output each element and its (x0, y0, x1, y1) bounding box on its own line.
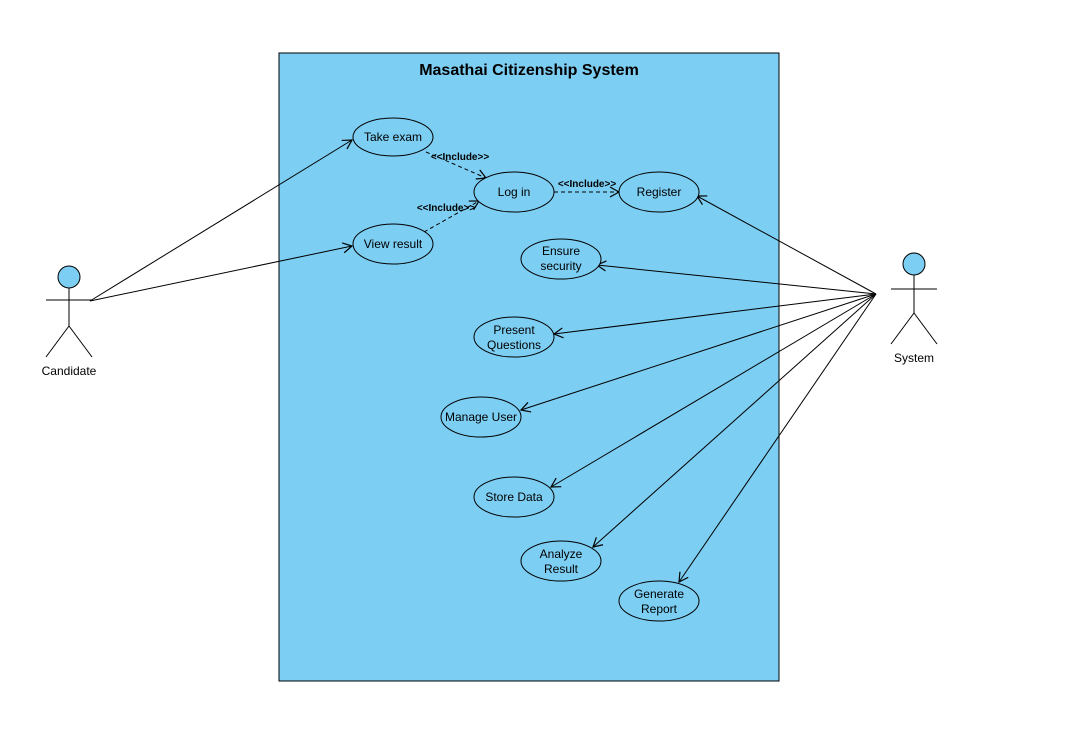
use-case-ensure-security[interactable]: Ensure security (520, 238, 602, 280)
use-case-present-questions[interactable]: Present Questions (473, 316, 555, 358)
register-label: Register (637, 185, 682, 199)
use-case-analyze-result[interactable]: Analyze Result (520, 540, 602, 582)
candidate-right-leg (68, 325, 93, 358)
log-in-label: Log in (498, 185, 531, 199)
system-actor-label: System (894, 351, 934, 365)
candidate-label: Candidate (42, 364, 97, 378)
store-data-label: Store Data (485, 490, 543, 504)
generate-report-ellipse (618, 580, 700, 622)
ensure-security-line1: Ensure (542, 244, 580, 258)
system-title: Masathai Citizenship System (419, 62, 639, 79)
include-take-exam-login (425, 151, 488, 180)
use-case-manage-user[interactable]: Manage User (440, 396, 522, 438)
assoc-system-store-data (549, 293, 877, 488)
assoc-system-generate-report (678, 293, 877, 584)
assoc-system-present-questions (552, 293, 877, 339)
manage-user-ellipse (440, 396, 522, 438)
use-case-log-in[interactable]: Log in (473, 171, 555, 213)
assoc-system-ensure-security (595, 260, 877, 295)
register-ellipse (618, 171, 700, 213)
view-result-label: View result (364, 237, 423, 251)
use-case-generate-report[interactable]: Generate Report (618, 580, 700, 622)
analyze-result-line1: Analyze (540, 547, 583, 561)
assoc-candidate-take-exam (89, 139, 354, 302)
ensure-security-line2: security (540, 259, 581, 273)
include-view-result-login (423, 200, 481, 233)
store-data-ellipse (473, 476, 555, 518)
include-label-view-result: <<Include>> (417, 203, 476, 214)
candidate-left-leg (45, 325, 70, 358)
view-result-ellipse (352, 223, 434, 265)
candidate-head (57, 265, 81, 289)
system-boundary (278, 52, 780, 682)
generate-report-line1: Generate (634, 587, 684, 601)
assoc-system-analyze-result (592, 293, 877, 548)
assoc-candidate-view-result (89, 242, 354, 302)
present-questions-ellipse (473, 316, 555, 358)
assoc-system-register (695, 195, 877, 295)
include-label-take-exam: <<Include>> (431, 152, 490, 163)
use-case-store-data[interactable]: Store Data (473, 476, 555, 518)
log-in-ellipse (473, 171, 555, 213)
use-case-view-result[interactable]: View result (352, 223, 434, 265)
use-case-take-exam[interactable]: Take exam (352, 117, 434, 157)
generate-report-line2: Report (641, 602, 678, 616)
take-exam-ellipse (352, 117, 434, 157)
candidate-actor[interactable]: Candidate (42, 265, 97, 378)
use-case-register[interactable]: Register (618, 171, 700, 213)
take-exam-label: Take exam (364, 130, 422, 144)
analyze-result-ellipse (520, 540, 602, 582)
system-actor[interactable]: System (890, 252, 938, 365)
analyze-result-line2: Result (544, 562, 579, 576)
manage-user-label: Manage User (445, 410, 517, 424)
system-actor-right-leg (913, 312, 938, 345)
system-actor-head (902, 252, 926, 276)
assoc-system-manage-user (519, 293, 877, 413)
system-actor-left-leg (890, 312, 915, 345)
include-label-register: <<Include>> (558, 179, 617, 190)
present-questions-line2: Questions (487, 338, 541, 352)
ensure-security-ellipse (520, 238, 602, 280)
present-questions-line1: Present (493, 323, 535, 337)
